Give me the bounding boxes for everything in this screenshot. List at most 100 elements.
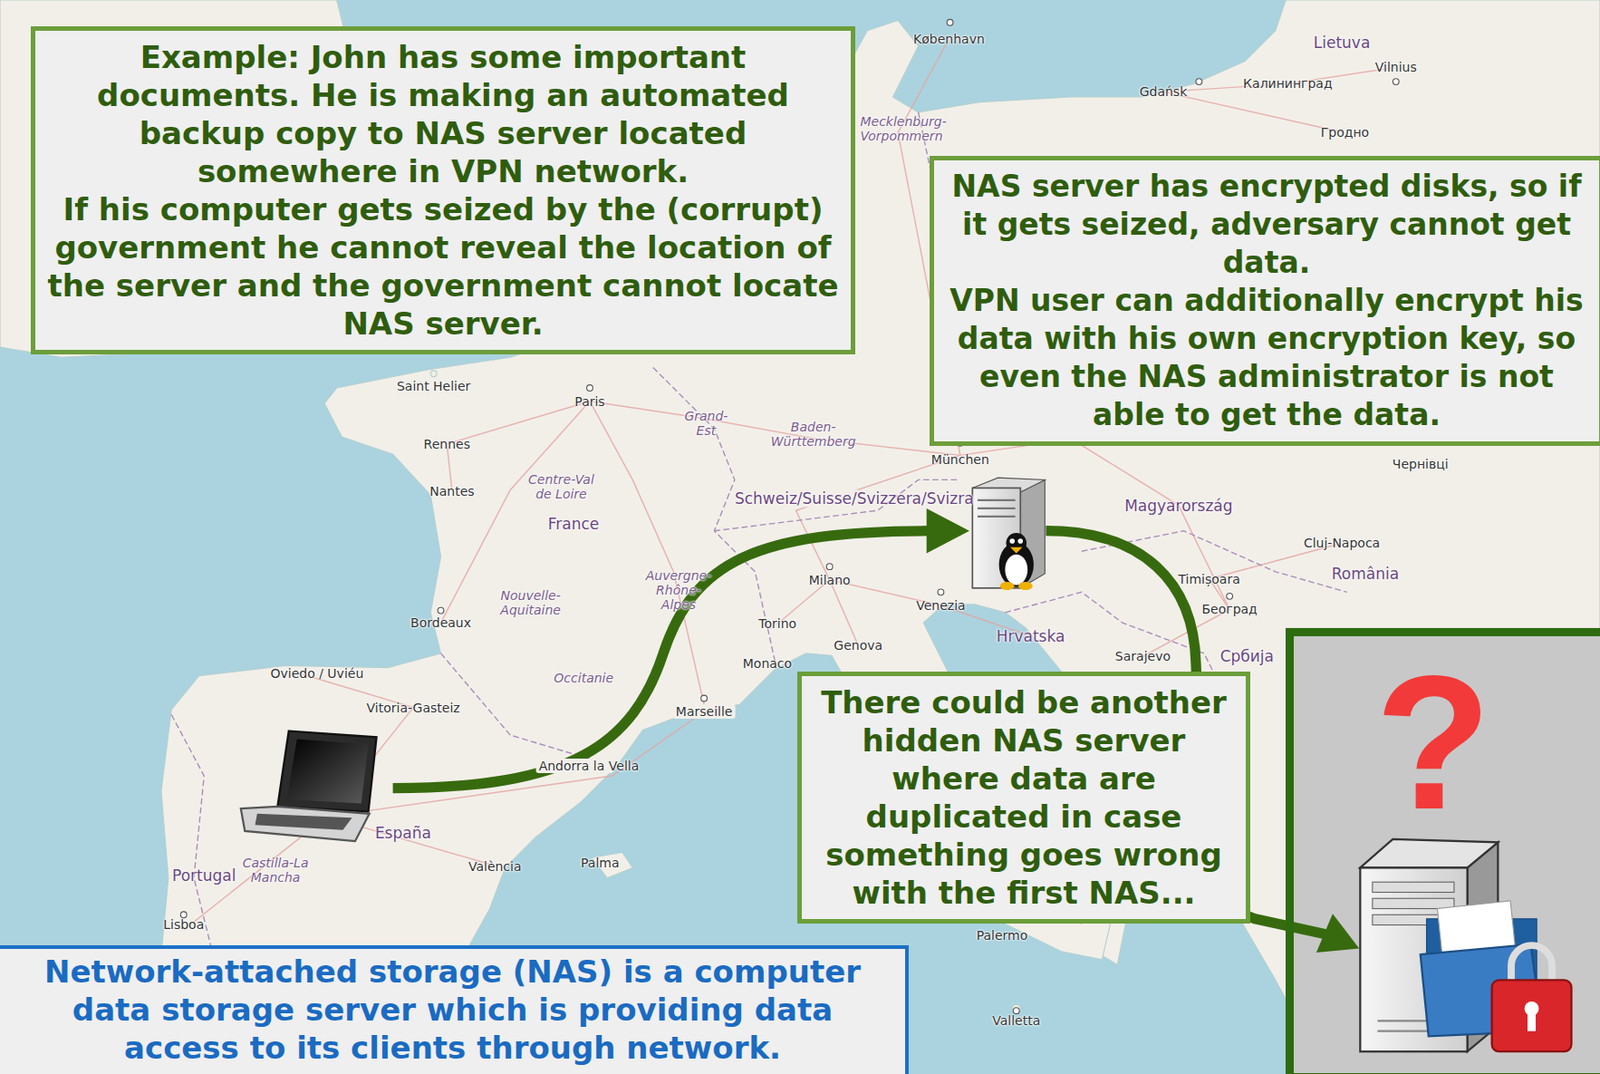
nas-server-icon-part bbox=[1017, 538, 1023, 544]
map-label: España bbox=[375, 824, 432, 842]
map-label: Genova bbox=[833, 637, 883, 653]
map-roads-part bbox=[441, 401, 590, 623]
map-label: Valletta bbox=[992, 1012, 1041, 1028]
arrow-heads-part bbox=[926, 508, 970, 554]
map-label: România bbox=[1331, 564, 1399, 582]
map-label: Sarajevo bbox=[1115, 648, 1171, 664]
map-label: Occitanie bbox=[553, 670, 614, 685]
map-label: Saint Helier bbox=[396, 378, 471, 394]
map-label: Torino bbox=[758, 616, 797, 631]
city-dots-part bbox=[1226, 592, 1234, 599]
map-label: Bordeaux bbox=[410, 615, 472, 630]
map-label: Београд bbox=[1202, 601, 1258, 617]
map-label: Centre-Val de Loire bbox=[522, 472, 599, 502]
nas-server-icon-part bbox=[977, 499, 1016, 502]
arrow-heads-part bbox=[1316, 913, 1360, 953]
nas-server-icon-part bbox=[977, 507, 1016, 510]
map-roads-part bbox=[326, 711, 704, 817]
map-label: Vilnius bbox=[1375, 59, 1417, 75]
map-label: France bbox=[548, 514, 600, 532]
map-label: München bbox=[931, 452, 990, 467]
city-dots-part bbox=[946, 19, 954, 26]
nas-server-icon-part bbox=[1006, 532, 1028, 554]
nas-server-icon-part bbox=[1010, 547, 1023, 554]
nas-server-icon bbox=[972, 477, 1045, 590]
map-label: Lietuva bbox=[1313, 34, 1371, 52]
map-background-part bbox=[430, 370, 437, 377]
laptop-icon-part bbox=[255, 813, 353, 830]
hidden-server-box: ? bbox=[1285, 627, 1600, 1074]
note-box: Example: John has some important documen… bbox=[30, 26, 856, 355]
map-label: Milano bbox=[809, 572, 851, 588]
map-label: Grand-Est bbox=[677, 408, 734, 438]
question-mark: ? bbox=[1293, 656, 1573, 829]
map-label: Hrvatska bbox=[996, 626, 1066, 645]
map-roads-part bbox=[1163, 67, 1397, 92]
map-label: Andorra la Vella bbox=[536, 758, 614, 773]
city-dots-part bbox=[437, 607, 444, 614]
hidden-server-icon-part bbox=[1511, 944, 1552, 980]
hidden-server-icon-part bbox=[1359, 838, 1498, 868]
map-label: Србија bbox=[1220, 647, 1274, 666]
note-box: There could be another hidden NAS server… bbox=[797, 671, 1251, 924]
hidden-server-icon bbox=[1359, 838, 1572, 1051]
map-label: Nouvelle-Aquitaine bbox=[491, 587, 569, 617]
map-label: Lisboa bbox=[163, 916, 204, 932]
box-text: There could be another hidden NAS server… bbox=[809, 683, 1239, 912]
map-label: Timișoara bbox=[1177, 571, 1240, 587]
nas-server-icon-part bbox=[1009, 538, 1015, 544]
map-label: Castilla-La Mancha bbox=[240, 855, 312, 885]
map-borders-part bbox=[653, 367, 776, 665]
nas-server-icon-part bbox=[977, 515, 1016, 518]
map-label: Baden-Württemberg bbox=[770, 419, 858, 449]
flow-arrows bbox=[393, 530, 1326, 935]
map-label: Paris bbox=[574, 394, 605, 409]
box-text: Network-attached storage (NAS) is a comp… bbox=[12, 952, 893, 1067]
map-label: Oviedo / Uviéu bbox=[269, 665, 332, 681]
box-text: VPN user can additionally encrypt his da… bbox=[941, 281, 1592, 434]
city-dots-part bbox=[180, 911, 187, 918]
city-dots-part bbox=[1392, 78, 1399, 86]
map-label: København bbox=[913, 31, 985, 47]
hidden-server-icon-part bbox=[1372, 897, 1455, 908]
map-label: Marseille bbox=[673, 703, 736, 719]
laptop-icon-part bbox=[277, 731, 376, 812]
map-label: València bbox=[468, 858, 522, 874]
definition-box: Network-attached storage (NAS) is a comp… bbox=[0, 944, 909, 1074]
city-dots-part bbox=[587, 385, 594, 392]
nas-server-icon-part bbox=[999, 541, 1034, 588]
city-dots-part bbox=[1012, 1007, 1020, 1014]
map-label: Nantes bbox=[429, 483, 474, 499]
map-roads-part bbox=[589, 401, 961, 456]
map-label: Monaco bbox=[742, 655, 792, 671]
city-dots-part bbox=[1195, 78, 1203, 86]
map-label: Portugal bbox=[172, 867, 236, 885]
box-text: NAS server has encrypted disks, so if it… bbox=[941, 167, 1592, 282]
map-label: Magyarország bbox=[1124, 496, 1233, 514]
note-box: NAS server has encrypted disks, so if it… bbox=[929, 155, 1600, 446]
nas-server-icon-part bbox=[1000, 581, 1015, 590]
map-label: Cluj-Napoca bbox=[1303, 535, 1380, 550]
map-roads-part bbox=[795, 454, 960, 646]
hidden-server-icon-part bbox=[1492, 979, 1572, 1051]
map-label: Гродно bbox=[1320, 125, 1369, 140]
city-dots-part bbox=[937, 588, 945, 596]
map-roads-part bbox=[589, 401, 704, 705]
laptop-icon bbox=[240, 731, 377, 842]
hidden-server-icon-part bbox=[1372, 881, 1455, 892]
box-text: Example: John has some important documen… bbox=[42, 38, 844, 191]
hidden-server-ground bbox=[1285, 627, 1600, 1074]
map-label: Palermo bbox=[976, 927, 1029, 943]
map-roads-part bbox=[1163, 91, 1345, 133]
city-dots-part bbox=[701, 694, 708, 702]
map-label: Schweiz/Suisse/Svizzera/Svizra bbox=[732, 489, 860, 507]
map-borders-part bbox=[713, 479, 959, 531]
map-label: Gdańsk bbox=[1139, 84, 1188, 99]
map-label: Palma bbox=[580, 855, 620, 870]
laptop-icon-part bbox=[286, 739, 368, 804]
hidden-server-icon-part bbox=[1527, 1010, 1536, 1032]
nas-server-icon-part bbox=[1004, 554, 1028, 586]
city-dots-part bbox=[826, 563, 833, 570]
map-label: Venezia bbox=[915, 597, 965, 613]
